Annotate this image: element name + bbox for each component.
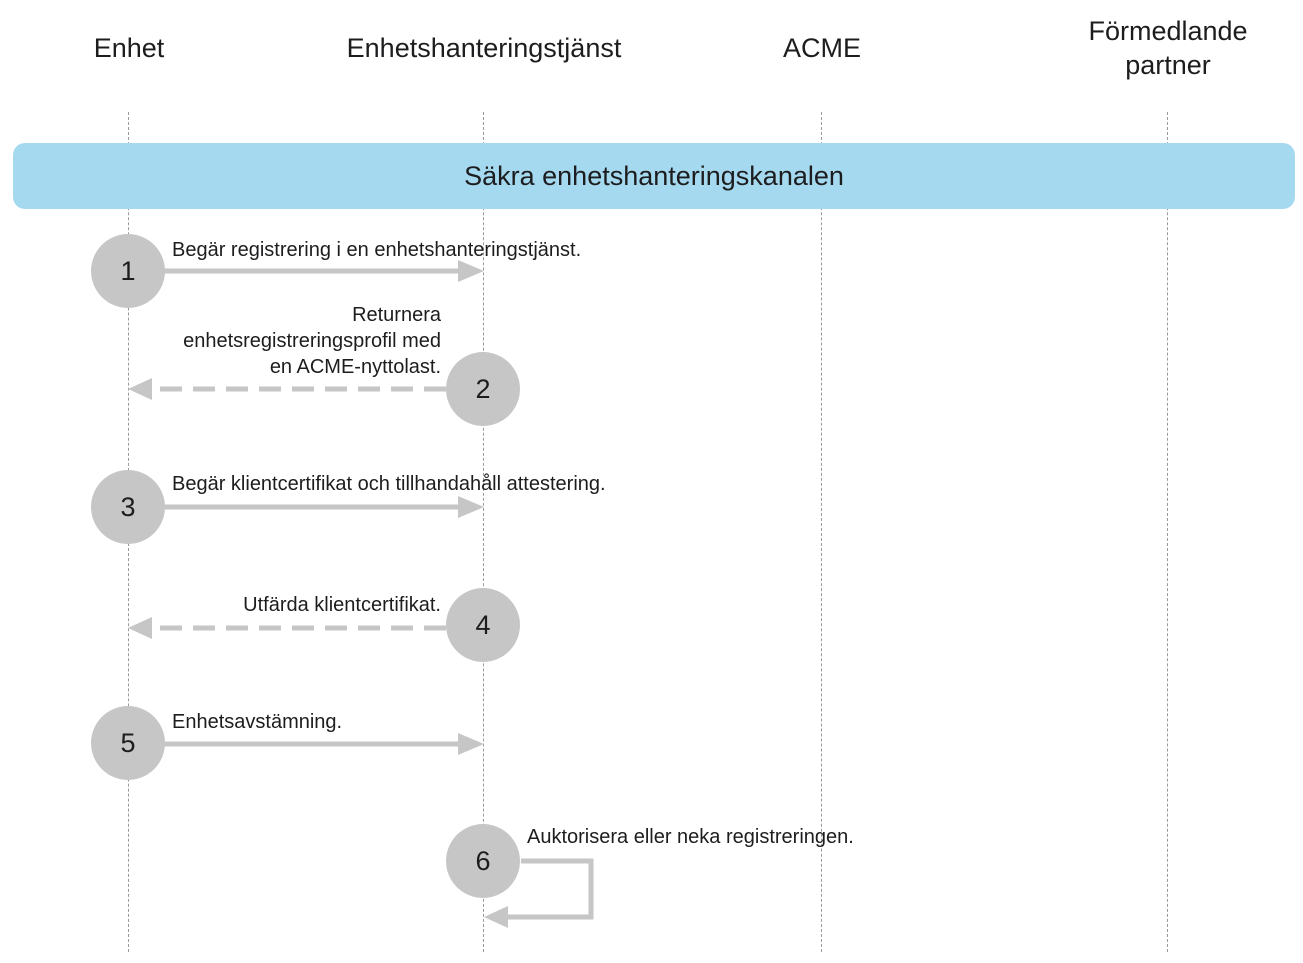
step-6-number: 6 [475,845,491,876]
lifeline-acme [821,112,822,952]
step-3-number: 3 [120,491,136,522]
step-6-label: Auktorisera eller neka registreringen. [527,826,854,848]
arrowhead-step-1 [458,260,484,282]
arrowhead-step-4 [128,617,152,639]
step-5-label: Enhetsavstämning. [172,711,343,733]
step-3-label: Begär klientcertifikat och tillhandahåll… [172,473,606,495]
step-2-label: Returnera enhetsregistreringsprofil med … [183,304,441,378]
arrowhead-step-2 [128,378,152,400]
actor-partner: Förmedlande partner [1088,16,1248,80]
lifeline-partner [1167,112,1168,952]
step-1-label: Begär registrering i en enhetshanterings… [172,239,582,261]
actor-device: Enhet [93,33,165,63]
step-5-circle: 5 [91,706,165,780]
step-2-number: 2 [475,373,491,404]
step-6-circle: 6 [446,824,520,898]
secure-channel-label: Säkra enhetshanteringskanalen [464,160,844,191]
step-5-number: 5 [120,727,136,758]
secure-channel-band: Säkra enhetshanteringskanalen [13,143,1295,209]
step-4-number: 4 [475,609,491,640]
arrowhead-step-6 [484,906,508,928]
arrowhead-step-5 [458,733,484,755]
arrow-step-6 [505,858,594,920]
arrowhead-step-3 [458,496,484,518]
step-4-label: Utfärda klientcertifikat. [243,594,441,616]
lifeline-mdm-service [483,112,484,952]
step-3-circle: 3 [91,470,165,544]
actor-mdm-service: Enhetshanteringstjänst [346,33,622,63]
step-2-circle: 2 [446,352,520,426]
step-1-number: 1 [120,255,136,286]
actor-acme: ACME [782,33,861,63]
step-1-circle: 1 [91,234,165,308]
step-4-circle: 4 [446,588,520,662]
